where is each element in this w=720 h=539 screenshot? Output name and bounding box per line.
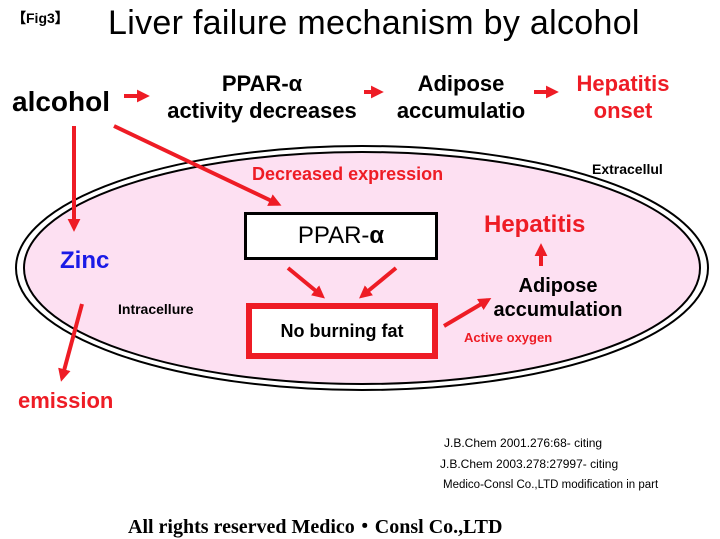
arrow-alcohol-to-ppar-box <box>113 124 282 206</box>
cell-outer-membrane <box>15 145 709 391</box>
intracellular-label: Intracellure <box>118 301 194 317</box>
step1-line2: activity decreases <box>167 98 357 123</box>
ppar-alpha-symbol: α <box>369 222 385 249</box>
arrow-zinc-to-emission <box>58 303 84 382</box>
arrow-ppar-down-right <box>359 266 398 299</box>
hepatitis-label: Hepatitis <box>484 211 586 238</box>
arrow-ppar-down-left <box>286 266 325 299</box>
step3-line1: Hepatitis <box>576 71 670 96</box>
alcohol-label: alcohol <box>12 86 111 117</box>
decreased-expression-label: Decreased expression <box>252 164 444 184</box>
active-oxygen-label: Active oxygen <box>464 330 553 345</box>
cell-inner-membrane <box>23 151 701 385</box>
ppar-alpha-box: PPAR-α <box>244 212 438 260</box>
adipose-accumulation-inner: Adipose accumulation <box>488 274 628 322</box>
no-burning-fat-box: No burning fat <box>246 303 438 359</box>
step2-line1: Adipose <box>417 71 505 96</box>
ppar-activity-decreases: PPAR-α activity decreases <box>152 70 372 124</box>
citation-3: Medico-Consl Co.,LTD modification in par… <box>443 479 659 491</box>
ppar-prefix: PPAR- <box>297 222 370 249</box>
citation-2: J.B.Chem 2003.278:27997- citing <box>440 457 619 471</box>
adipose-line1: Adipose <box>518 275 598 297</box>
step3-line2: onset <box>593 98 653 123</box>
extracellular-label: Extracellul <box>592 161 663 177</box>
figure-tag: 【Fig3】 <box>12 10 69 26</box>
zinc-label: Zinc <box>60 247 110 274</box>
step2-line2: accumulatio <box>396 98 526 123</box>
emission-label: emission <box>18 388 114 413</box>
adipose-line2: accumulation <box>493 299 623 321</box>
citation-1: J.B.Chem 2001.276:68- citing <box>444 436 603 450</box>
adipose-accumulation-top: Adipose accumulatio <box>386 70 536 124</box>
page-title: Liver failure mechanism by alcohol <box>108 4 640 42</box>
arrow-burn-to-adipose <box>442 298 492 328</box>
step1-line1: PPAR-α <box>221 71 303 96</box>
hepatitis-onset: Hepatitis onset <box>558 70 688 124</box>
no-burning-fat-label: No burning fat <box>280 320 404 341</box>
copyright-footer: All rights reserved Medico・Consl Co.,LTD <box>128 516 503 538</box>
